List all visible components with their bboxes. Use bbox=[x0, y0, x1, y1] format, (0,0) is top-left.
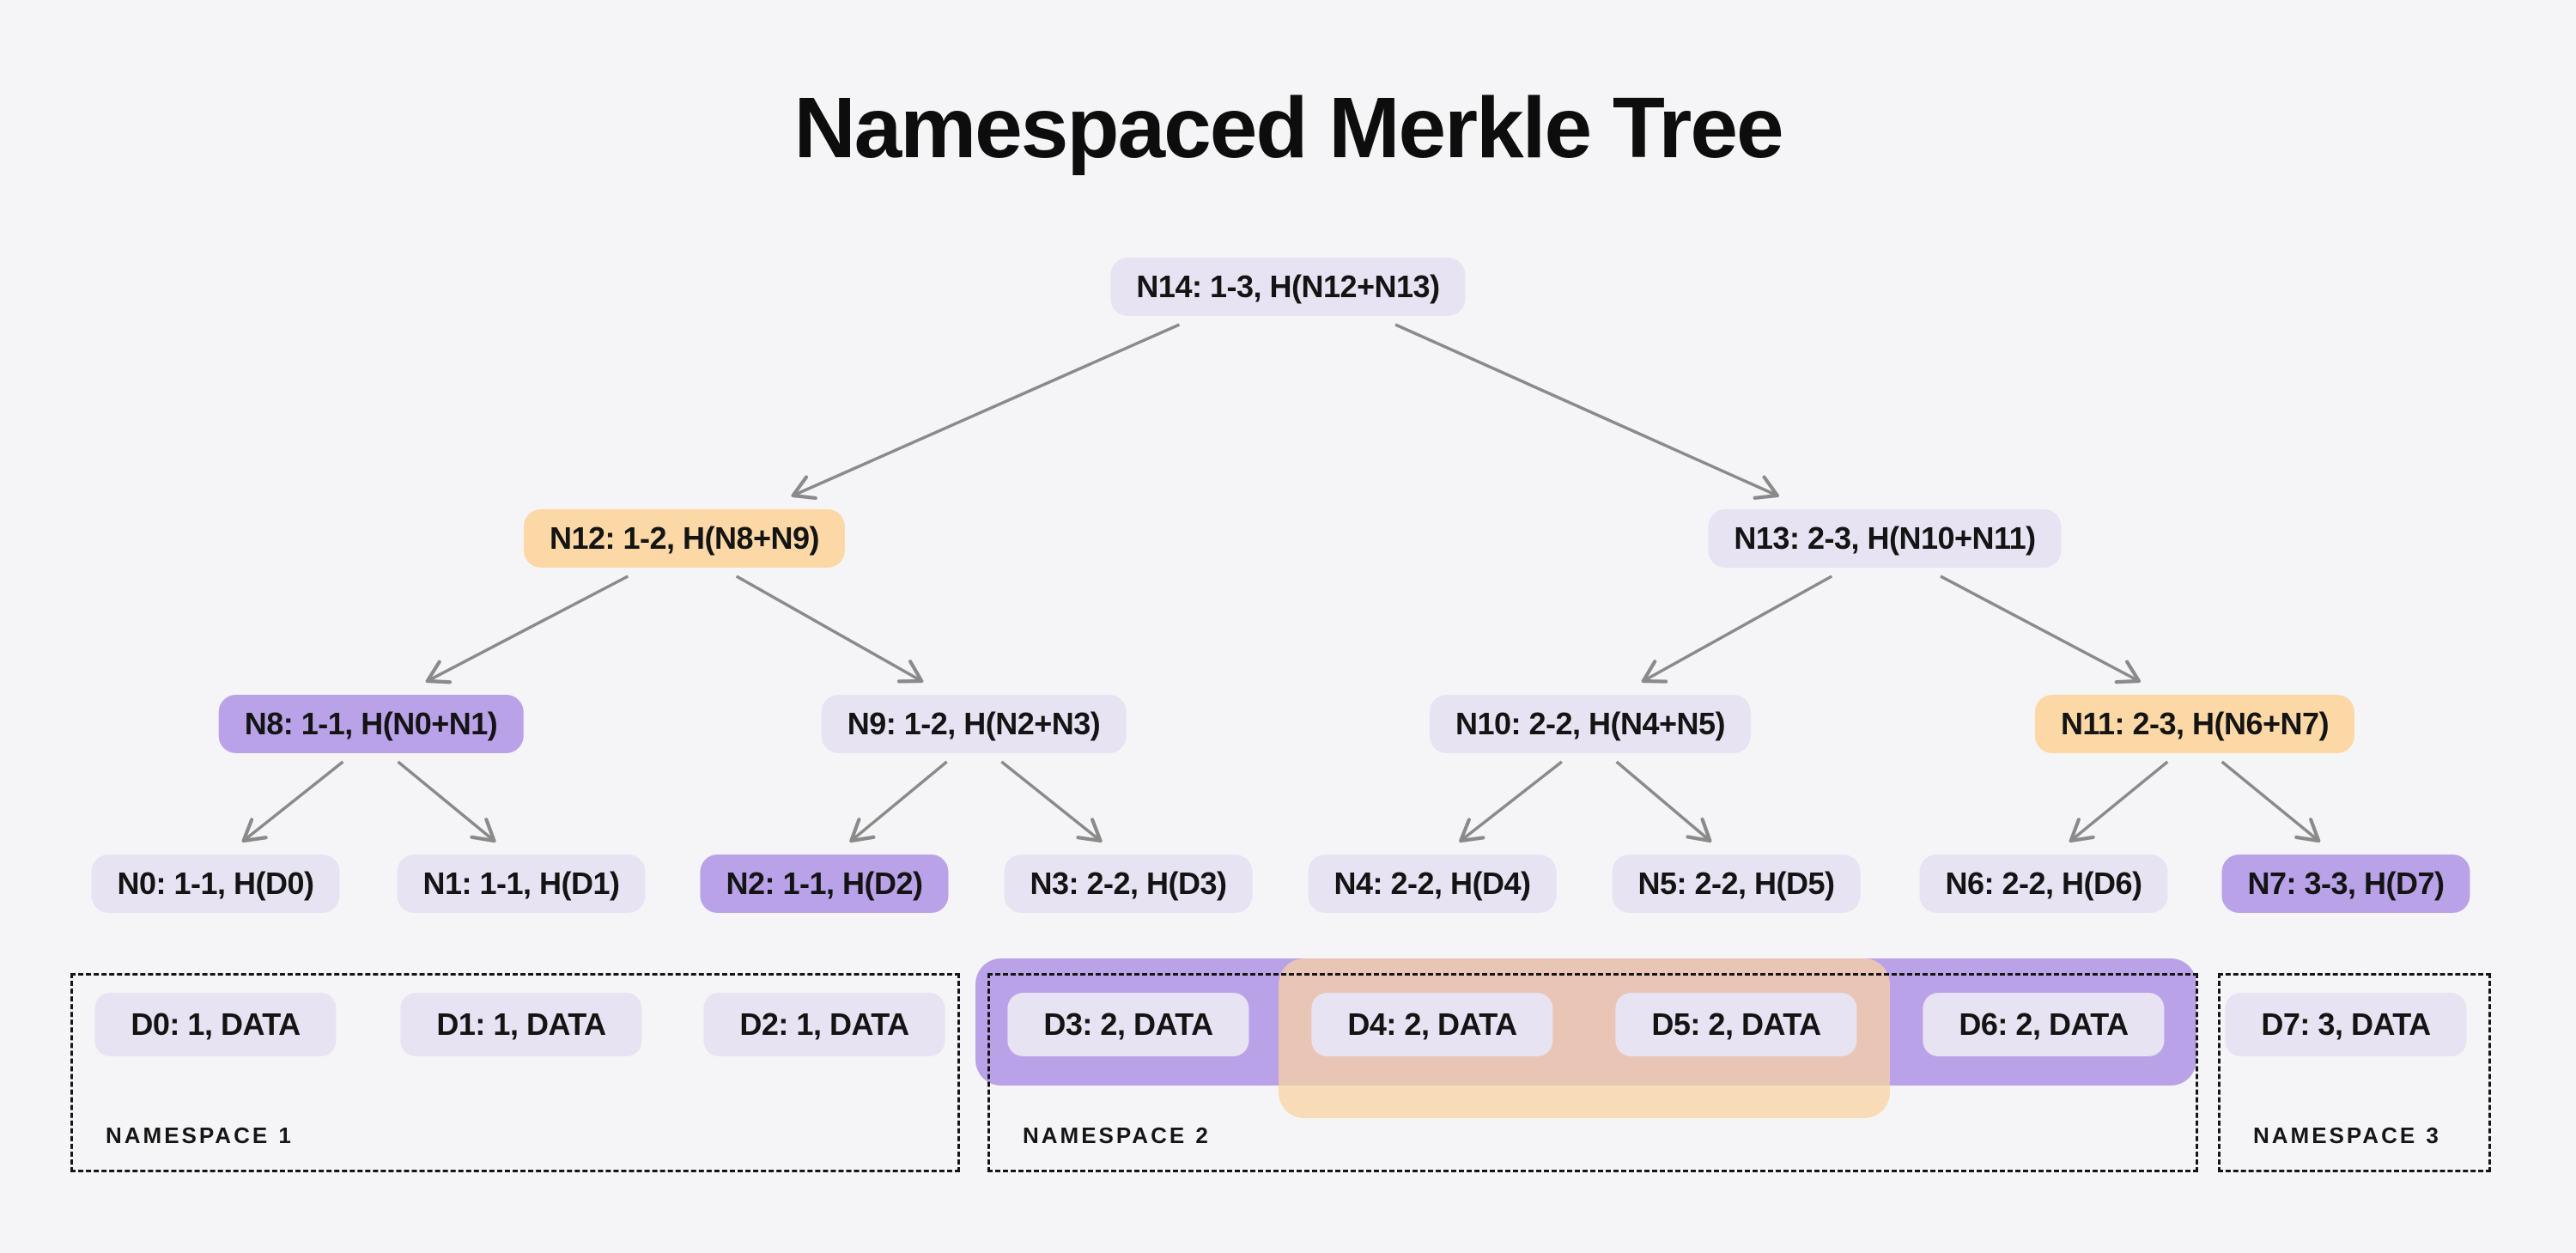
data-chip-d4: D4: 2, DATA bbox=[1311, 993, 1553, 1056]
tree-node-n13: N13: 2-3, H(N10+N11) bbox=[1708, 509, 2062, 568]
edge-n9-n3 bbox=[1000, 760, 1103, 843]
edge-n14-n13 bbox=[1394, 323, 1779, 500]
tree-node-n10: N10: 2-2, H(N4+N5) bbox=[1429, 695, 1752, 753]
tree-node-n6: N6: 2-2, H(D6) bbox=[1919, 855, 2168, 913]
edge-n12-n8 bbox=[425, 575, 629, 684]
edge-n8-n0 bbox=[241, 760, 344, 843]
tree-node-n8: N8: 1-1, H(N0+N1) bbox=[218, 695, 524, 753]
edge-n14-n12 bbox=[791, 323, 1181, 501]
namespace-box-3: NAMESPACE 3 bbox=[2218, 973, 2491, 1172]
edge-n12-n9 bbox=[735, 575, 924, 684]
tree-node-n14: N14: 1-3, H(N12+N13) bbox=[1110, 258, 1466, 316]
data-chip-d6: D6: 2, DATA bbox=[1923, 993, 2165, 1056]
page-title: Namespaced Merkle Tree bbox=[793, 80, 1783, 176]
tree-node-n12: N12: 1-2, H(N8+N9) bbox=[523, 509, 846, 568]
namespace-label-1: NAMESPACE 1 bbox=[106, 1122, 294, 1148]
tree-node-n1: N1: 1-1, H(D1) bbox=[397, 855, 646, 913]
data-chip-d7: D7: 3, DATA bbox=[2225, 993, 2467, 1056]
namespace-label-3: NAMESPACE 3 bbox=[2253, 1122, 2441, 1148]
data-chip-d3: D3: 2, DATA bbox=[1007, 993, 1249, 1056]
data-chip-d0: D0: 1, DATA bbox=[94, 993, 337, 1056]
edge-n11-n6 bbox=[2069, 760, 2169, 843]
edge-n8-n1 bbox=[397, 760, 496, 843]
edge-n11-n7 bbox=[2221, 760, 2321, 843]
edge-n9-n2 bbox=[849, 760, 948, 843]
namespace-box-1: NAMESPACE 1 bbox=[70, 973, 960, 1172]
data-chip-d5: D5: 2, DATA bbox=[1615, 993, 1857, 1056]
edge-n10-n4 bbox=[1459, 760, 1563, 843]
tree-node-n11: N11: 2-3, H(N6+N7) bbox=[2034, 695, 2355, 753]
tree-node-n0: N0: 1-1, H(D0) bbox=[91, 855, 340, 913]
edge-n10-n5 bbox=[1615, 760, 1712, 843]
tree-node-n5: N5: 2-2, H(D5) bbox=[1612, 855, 1861, 913]
data-chip-d2: D2: 1, DATA bbox=[703, 993, 945, 1056]
tree-node-n4: N4: 2-2, H(D4) bbox=[1308, 855, 1557, 913]
edge-n13-n11 bbox=[1940, 575, 2142, 684]
namespace-box-2: NAMESPACE 2 bbox=[987, 973, 2198, 1172]
tree-node-n3: N3: 2-2, H(D3) bbox=[1004, 855, 1253, 913]
data-chip-d1: D1: 1, DATA bbox=[400, 993, 642, 1056]
tree-node-n7: N7: 3-3, H(D7) bbox=[2221, 855, 2470, 913]
namespace-label-2: NAMESPACE 2 bbox=[1023, 1122, 1211, 1148]
tree-node-n2: N2: 1-1, H(D2) bbox=[700, 855, 949, 913]
tree-node-n9: N9: 1-2, H(N2+N3) bbox=[821, 695, 1127, 753]
edge-n13-n10 bbox=[1641, 575, 1833, 684]
